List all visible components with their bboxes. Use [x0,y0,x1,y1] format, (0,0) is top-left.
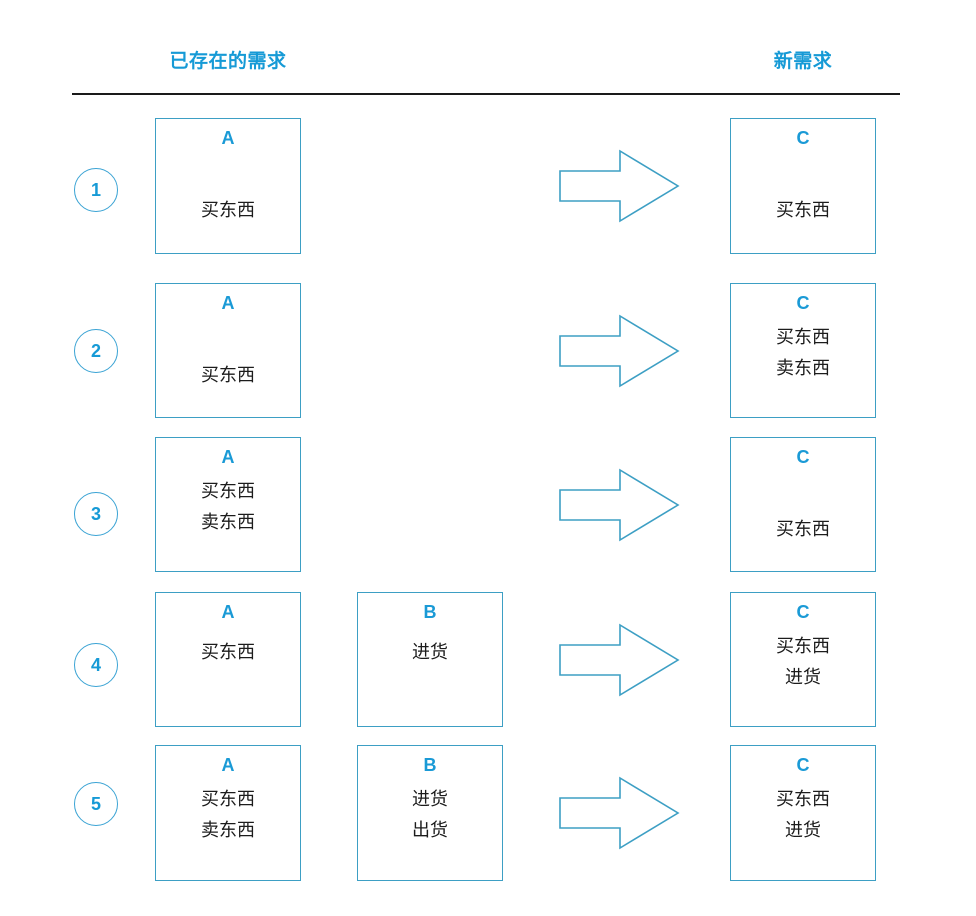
requirement-box-letter: A [221,447,235,467]
requirement-box-letter: B [423,602,437,622]
requirement-box-a-row-2: A 买东西 [155,283,301,418]
requirement-box-lines: 买东西进货 [731,631,875,694]
requirement-box-lines: 买东西 [731,514,875,546]
requirement-box-lines: 进货 [358,637,502,669]
requirement-item: 买东西 [776,635,830,657]
requirement-box-lines: 买东西卖东西 [156,476,300,539]
right-block-arrow-icon [558,147,680,225]
column-header-existing-requirements: 已存在的需求 [169,51,287,72]
requirement-item: 买东西 [201,199,255,221]
requirement-box-letter: B [423,755,437,775]
right-block-arrow-icon [558,621,680,699]
requirement-box-letter: A [221,602,235,622]
row-index-badge-3: 3 [74,492,118,536]
requirement-box-a-row-5: A 买东西卖东西 [155,745,301,881]
column-header-new-requirement: 新需求 [773,51,833,72]
requirement-item: 卖东西 [776,358,830,380]
row-index-badge-5: 5 [74,782,118,826]
requirement-box-letter: A [221,128,235,148]
right-block-arrow-icon [558,774,680,852]
requirement-box-c-row-2: C 买东西卖东西 [730,283,876,418]
requirement-item: 进货 [785,667,821,689]
requirement-box-a-row-3: A 买东西卖东西 [155,437,301,572]
requirement-box-a-row-1: A 买东西 [155,118,301,254]
requirement-box-c-row-5: C 买东西进货 [730,745,876,881]
requirement-box-lines: 买东西 [156,637,300,669]
requirement-item: 买东西 [201,364,255,386]
requirement-item: 卖东西 [201,512,255,534]
requirement-item: 出货 [412,820,448,842]
requirement-box-letter: C [796,293,810,313]
requirement-box-lines: 买东西卖东西 [156,784,300,847]
requirement-item: 买东西 [201,788,255,810]
requirement-box-c-row-4: C 买东西进货 [730,592,876,727]
requirement-box-lines: 买东西卖东西 [731,322,875,385]
requirement-box-lines: 买东西 [156,195,300,227]
requirement-item: 买东西 [201,480,255,502]
requirement-box-lines: 买东西进货 [731,784,875,847]
requirement-box-lines: 买东西 [731,195,875,227]
row-index-badge-1: 1 [74,168,118,212]
requirement-box-a-row-4: A 买东西 [155,592,301,727]
right-block-arrow-icon [558,312,680,390]
requirement-box-b-row-4: B 进货 [357,592,503,727]
row-index-badge-2: 2 [74,329,118,373]
requirement-box-c-row-1: C 买东西 [730,118,876,254]
requirement-item: 买东西 [776,788,830,810]
requirement-item: 进货 [785,820,821,842]
requirement-box-letter: C [796,128,810,148]
requirement-box-letter: C [796,447,810,467]
requirement-box-b-row-5: B 进货出货 [357,745,503,881]
requirement-box-letter: C [796,755,810,775]
row-index-badge-4: 4 [74,643,118,687]
requirement-item: 买东西 [776,518,830,540]
requirement-box-letter: C [796,602,810,622]
requirement-item: 买东西 [776,326,830,348]
requirement-item: 卖东西 [201,820,255,842]
requirement-item: 买东西 [201,641,255,663]
right-block-arrow-icon [558,466,680,544]
header-divider-rule [72,93,900,95]
requirement-item: 进货 [412,641,448,663]
requirement-box-lines: 买东西 [156,360,300,392]
requirement-box-letter: A [221,293,235,313]
requirement-item: 进货 [412,788,448,810]
requirement-box-c-row-3: C 买东西 [730,437,876,572]
requirement-box-lines: 进货出货 [358,784,502,847]
requirement-box-letter: A [221,755,235,775]
requirement-item: 买东西 [776,199,830,221]
